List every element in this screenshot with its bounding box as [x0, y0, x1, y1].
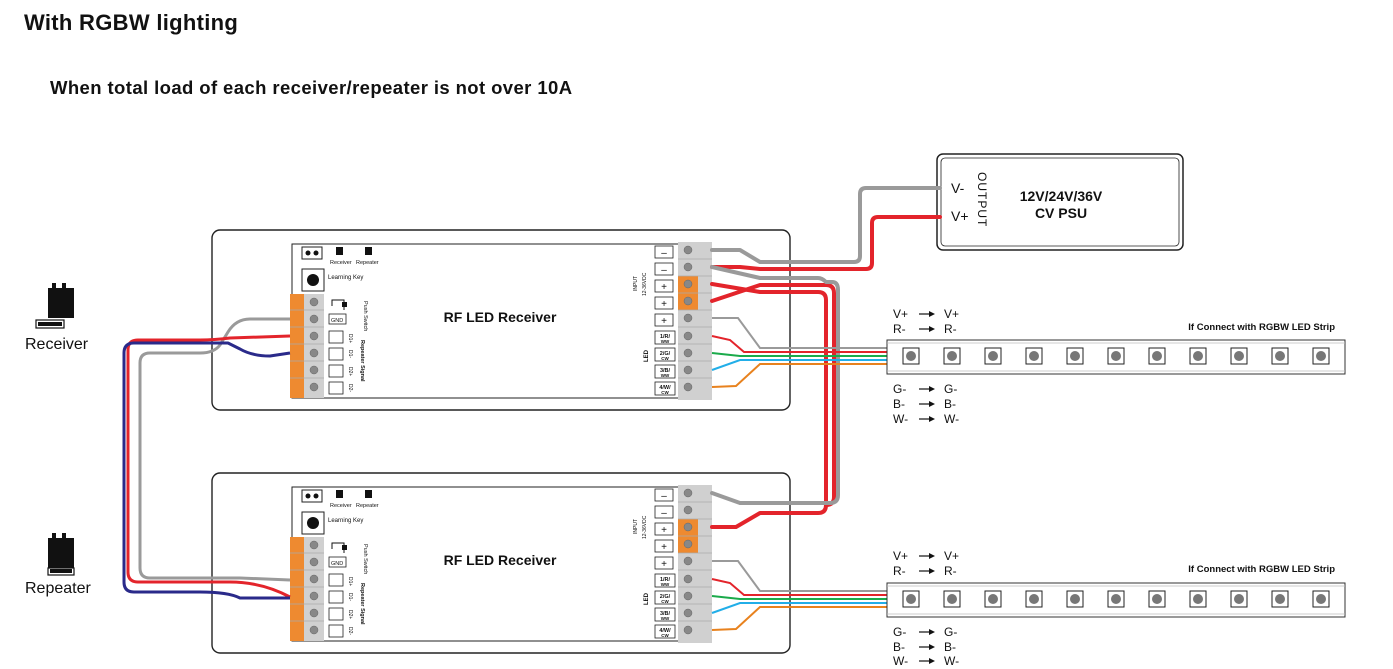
- rgbw-led-strip-top: [886, 339, 1346, 375]
- ch4-bottom-label: CW: [661, 633, 669, 638]
- ch2-bottom-label: CW: [661, 599, 669, 604]
- pin-vplus-dst: V+: [944, 549, 959, 563]
- pin-vplus-src: V+: [893, 549, 908, 563]
- rf-led-receiver-module-bottom: Receiver Repeater Learning Key Push Swit…: [211, 472, 791, 654]
- led-output-wires-bottom: [711, 560, 900, 631]
- pin-wminus-dst: W-: [944, 654, 959, 668]
- signal-wires: [122, 317, 291, 600]
- ch1-top-label: 1/R/: [660, 577, 671, 583]
- receiver-role-label: Receiver: [25, 336, 89, 353]
- gnd-label: GND: [331, 561, 343, 567]
- learning-key-label: Learning Key: [328, 275, 363, 281]
- pin-rminus-src: R-: [893, 564, 906, 578]
- pin-gminus-dst: G-: [944, 625, 957, 639]
- terminal-plus-1: +: [661, 525, 667, 536]
- receiver-icon: [35, 283, 74, 329]
- d2-plus-label: D2+: [347, 367, 353, 376]
- led-label: LED: [644, 592, 650, 605]
- ch3-bottom-label: WW: [661, 373, 670, 378]
- ch4-top-label: 4/W/: [659, 628, 671, 634]
- pin-vplus-src: V+: [893, 307, 908, 321]
- pin-map-top: V+ V+ R- R- G- G- B- B- W- W-: [893, 307, 959, 426]
- ch3-top-label: 3/B/: [660, 368, 671, 374]
- d1-minus-label: D1-: [347, 350, 353, 358]
- pin-bminus-src: B-: [893, 397, 905, 411]
- led-label: LED: [644, 349, 650, 362]
- repeater-signal-label: Repeater Signal: [359, 583, 365, 625]
- d1-minus-label: D1-: [347, 593, 353, 601]
- pin-wminus-src: W-: [893, 412, 908, 426]
- psu-v-plus-label: V+: [951, 208, 969, 224]
- d2-minus-label: D2-: [347, 627, 353, 635]
- input-label: INPUT: [633, 276, 639, 291]
- psu-type-label: CV PSU: [1035, 205, 1087, 221]
- pin-rminus-src: R-: [893, 322, 906, 336]
- indicator-receiver-label: Receiver: [330, 503, 352, 509]
- terminal-plus-1: +: [661, 282, 667, 293]
- learning-key-label: Learning Key: [328, 518, 363, 524]
- psu-v-minus-label: V-: [951, 180, 965, 196]
- pin-bminus-dst: B-: [944, 397, 956, 411]
- terminal-plus-2: +: [661, 299, 667, 310]
- terminal-plus-2: +: [661, 542, 667, 553]
- strip-label-bottom: If Connect with RGBW LED Strip: [1188, 564, 1335, 575]
- psu-unit: V- V+ OUTPUT 12V/24V/36V CV PSU: [936, 153, 1184, 251]
- repeater-signal-label: Repeater Signal: [359, 340, 365, 382]
- ch1-bottom-label: WW: [661, 582, 670, 587]
- pin-gminus-src: G-: [893, 625, 906, 639]
- strip-label-top: If Connect with RGBW LED Strip: [1188, 322, 1335, 333]
- led-output-wires-top: [711, 317, 900, 388]
- input-label: INPUT: [633, 519, 639, 534]
- pin-gminus-dst: G-: [944, 382, 957, 396]
- ch3-top-label: 3/B/: [660, 611, 671, 617]
- terminal-plus-3: +: [661, 559, 667, 570]
- pin-wminus-dst: W-: [944, 412, 959, 426]
- terminal-minus-1: –: [661, 491, 667, 502]
- pin-vplus-dst: V+: [944, 307, 959, 321]
- indicator-repeater-label: Repeater: [356, 503, 379, 509]
- terminal-minus-2: –: [661, 265, 667, 276]
- indicator-receiver-label: Receiver: [330, 260, 352, 266]
- module-title: RF LED Receiver: [444, 552, 557, 568]
- d1-plus-label: D1+: [347, 334, 353, 343]
- terminal-plus-3: +: [661, 316, 667, 327]
- pin-wminus-src: W-: [893, 654, 908, 668]
- d2-minus-label: D2-: [347, 384, 353, 392]
- ch2-top-label: 2/G/: [660, 594, 671, 600]
- ch4-top-label: 4/W/: [659, 385, 671, 391]
- input-range-label: 12-36VDC: [642, 515, 648, 539]
- terminal-minus-2: –: [661, 508, 667, 519]
- indicator-repeater-label: Repeater: [356, 260, 379, 266]
- repeater-role-label: Repeater: [25, 580, 91, 597]
- pin-rminus-dst: R-: [944, 322, 957, 336]
- pin-gminus-src: G-: [893, 382, 906, 396]
- d2-plus-label: D2+: [347, 610, 353, 619]
- repeater-icon: [47, 533, 75, 576]
- ch2-bottom-label: CW: [661, 356, 669, 361]
- page-title: With RGBW lighting: [24, 10, 239, 35]
- push-switch-label: Push Switch: [362, 301, 368, 331]
- ch1-bottom-label: WW: [661, 339, 670, 344]
- gnd-label: GND: [331, 318, 343, 324]
- power-wires: [710, 186, 942, 529]
- rgbw-led-strip-bottom: [886, 582, 1346, 618]
- terminal-minus-1: –: [661, 248, 667, 259]
- d1-plus-label: D1+: [347, 577, 353, 586]
- push-switch-label: Push Switch: [362, 544, 368, 574]
- pin-bminus-dst: B-: [944, 640, 956, 654]
- pin-bminus-src: B-: [893, 640, 905, 654]
- psu-voltage-label: 12V/24V/36V: [1020, 188, 1103, 204]
- page-subtitle: When total load of each receiver/repeate…: [50, 77, 573, 98]
- pin-rminus-dst: R-: [944, 564, 957, 578]
- input-range-label: 12-36VDC: [642, 272, 648, 296]
- psu-output-label: OUTPUT: [975, 172, 989, 227]
- rf-led-receiver-module-top: Receiver Repeater Learning Key Push Swit…: [211, 229, 791, 411]
- ch4-bottom-label: CW: [661, 390, 669, 395]
- ch3-bottom-label: WW: [661, 616, 670, 621]
- ch2-top-label: 2/G/: [660, 351, 671, 357]
- module-title: RF LED Receiver: [444, 309, 557, 325]
- pin-map-bottom: V+ V+ R- R- G- G- B- B- W- W-: [893, 549, 959, 668]
- ch1-top-label: 1/R/: [660, 334, 671, 340]
